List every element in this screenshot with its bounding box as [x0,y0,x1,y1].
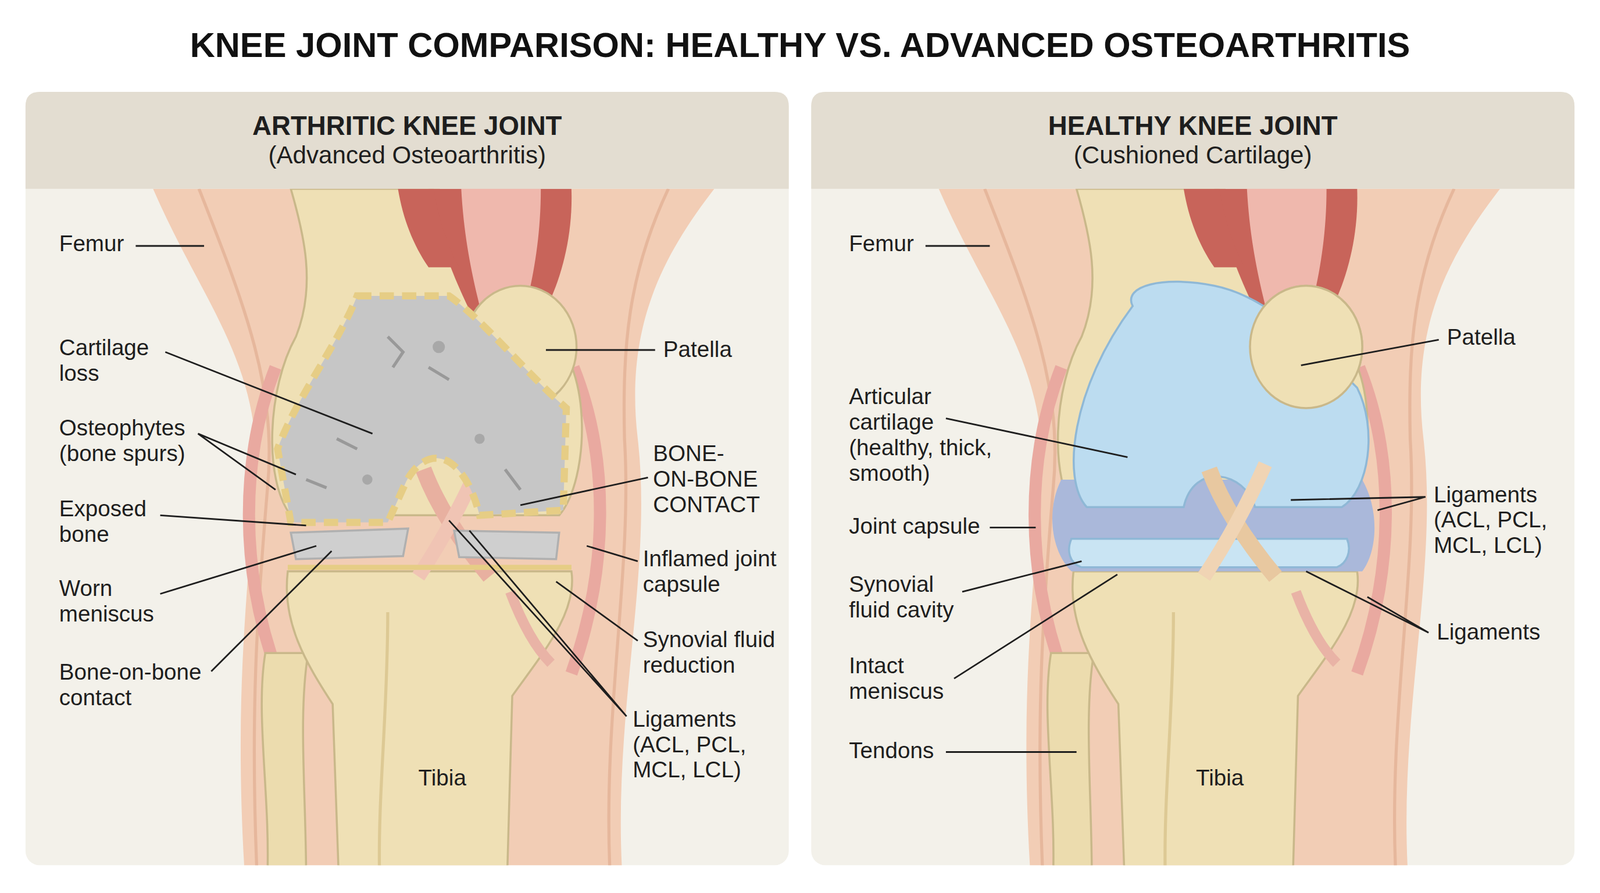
part-label: Synovial fluid cavity [848,571,972,623]
panel-heading: HEALTHY KNEE JOINT [811,110,1575,142]
part-label: Inflamed joint capsule [643,545,781,598]
diagram-title: KNEE JOINT COMPARISON: HEALTHY VS. ADVAN… [0,24,1600,66]
part-label: Articular cartilage (healthy, thick, smo… [848,383,1013,487]
part-label: Ligaments [1436,619,1541,645]
panel-subheading: (Cushioned Cartilage) [811,140,1575,170]
part-label: Patella [1447,324,1516,350]
part-label: Femur [59,230,125,257]
part-label: Tibia [1195,765,1244,791]
part-label: Ligaments (ACL, PCL, MCL, LCL) [1433,481,1559,559]
panel-subheading: (Advanced Osteoarthritis) [25,140,789,170]
part-label: Intact meniscus [848,652,962,705]
part-label: Joint capsule [848,513,980,539]
part-label: Worn meniscus [59,575,172,627]
part-label: Bone-on-bone contact [59,659,218,711]
part-label: Exposed bone [59,495,162,548]
panel-heading: ARTHRITIC KNEE JOINT [25,110,789,142]
part-label: Osteophytes (bone spurs) [59,415,203,467]
part-label: Tibia [418,765,467,791]
part-label: Femur [848,230,914,257]
part-label: Patella [663,336,732,363]
part-label: BONE-ON-BONE CONTACT [652,440,762,518]
part-label: Ligaments (ACL, PCL, MCL, LCL) [632,706,757,784]
part-label: Tendons [848,737,934,764]
part-label: Cartilage loss [59,334,172,387]
part-label: Synovial fluid reduction [643,626,787,678]
